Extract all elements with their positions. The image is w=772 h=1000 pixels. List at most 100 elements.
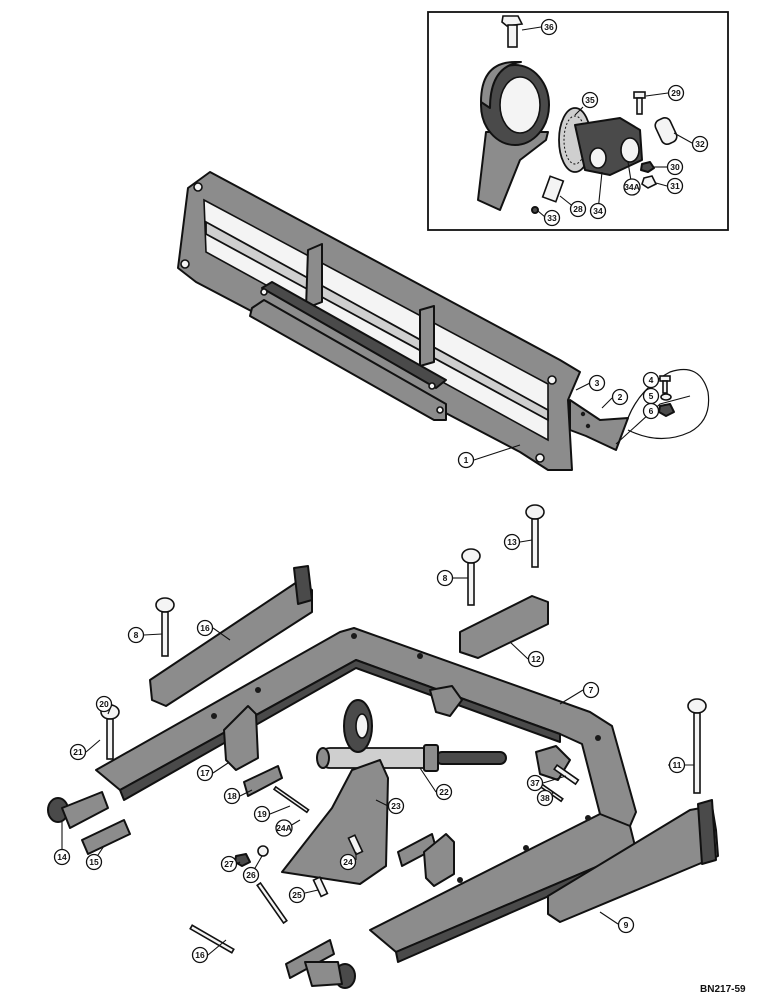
callout-2: 2 [611,388,629,406]
svg-text:33: 33 [547,213,557,223]
bolt-4 [659,375,671,394]
c-frame-lower-arm [369,813,637,953]
svg-text:18: 18 [227,791,237,801]
inset-detail [427,11,729,231]
bracket-right [423,833,455,887]
svg-text:8: 8 [134,630,139,640]
svg-text:37: 37 [530,778,540,788]
svg-text:34: 34 [593,206,603,216]
svg-text:2: 2 [618,392,623,402]
bolt-24 [347,834,364,856]
plate-18 [243,765,283,797]
long-bolt-upper [256,881,288,925]
eyebolt-20 [100,704,120,760]
svg-text:22: 22 [439,787,449,797]
long-bolt-16 [189,924,235,954]
drawing-code: BN217-59 [700,984,746,995]
pin-19 [272,785,310,814]
svg-text:5: 5 [649,391,654,401]
svg-text:9: 9 [624,920,629,930]
callout-15: 15 [85,853,103,871]
push-beam-9 [547,805,719,923]
svg-text:28: 28 [573,204,583,214]
svg-text:12: 12 [531,654,541,664]
svg-text:36: 36 [544,22,554,32]
callout-34a: 34A [623,178,641,196]
callout-24: 24 [339,853,357,871]
svg-text:17: 17 [200,768,210,778]
svg-text:26: 26 [246,870,256,880]
callout-7: 7 [582,681,600,699]
callout-29: 29 [667,84,685,102]
callout-23: 23 [387,797,405,815]
svg-text:27: 27 [224,859,234,869]
end-bit [569,399,629,451]
callout-9: 9 [617,916,635,934]
hydraulic-cylinder-22 [316,744,507,772]
callout-35: 35 [581,91,599,109]
svg-text:6: 6 [649,406,654,416]
svg-text:29: 29 [671,88,681,98]
callout-12: 12 [527,650,545,668]
callout-14: 14 [53,848,71,866]
eyebolt-8-left [155,597,175,657]
bracket-12 [459,595,549,659]
callout-22: 22 [435,783,453,801]
yoke-34 [574,117,643,176]
nut-26 [257,845,269,857]
callout-38: 38 [536,789,554,807]
pedestal-23 [281,759,389,885]
svg-text:11: 11 [673,760,682,770]
svg-text:34A: 34A [624,182,640,192]
svg-text:16: 16 [195,950,205,960]
callout-19: 19 [253,805,271,823]
svg-text:24A: 24A [276,823,292,833]
frame-assembly [47,504,719,989]
callout-30: 30 [666,158,684,176]
pin-32 [654,117,678,145]
svg-text:38: 38 [540,793,550,803]
callout-28: 28 [569,200,587,218]
callout-17: 17 [196,764,214,782]
bushing-28 [541,175,565,203]
callout-20: 20 [95,695,113,713]
lower-plate [285,939,335,979]
callout-1: 1 [457,451,475,469]
nut-30 [640,161,655,173]
callout-11: 11 [668,756,686,774]
callout-4: 4 [642,371,660,389]
callout-6: 6 [642,402,660,420]
svg-text:21: 21 [73,747,83,757]
svg-text:13: 13 [507,537,517,547]
svg-text:7: 7 [589,685,594,695]
callout-21: 21 [69,743,87,761]
plate-15 [81,819,131,855]
clevis-17 [223,705,259,771]
bolt-25 [312,876,329,898]
callout-25: 25 [288,886,306,904]
svg-text:23: 23 [391,801,401,811]
nut-6 [658,403,675,417]
blade-assembly [177,171,710,471]
svg-text:14: 14 [57,852,67,862]
callout-33: 33 [543,209,561,227]
callout-31: 31 [666,177,684,195]
nut-31 [641,175,658,189]
swivel-lower [304,961,356,989]
callout-27: 27 [220,855,238,873]
callout-3: 3 [588,374,606,392]
callouts: 36 35 29 32 30 31 33 28 34 34A 1 2 3 4 5… [53,18,709,964]
svg-text:16: 16 [200,623,210,633]
callout-37: 37 [526,774,544,792]
svg-text:31: 31 [670,181,680,191]
svg-text:35: 35 [585,95,595,105]
callout-18: 18 [223,787,241,805]
callout-36: 36 [540,18,558,36]
svg-text:32: 32 [695,139,705,149]
callout-8-left: 8 [127,626,145,644]
callout-5: 5 [642,387,660,405]
svg-text:4: 4 [649,375,654,385]
pivot-bracket [477,131,549,211]
svg-text:24: 24 [343,857,353,867]
